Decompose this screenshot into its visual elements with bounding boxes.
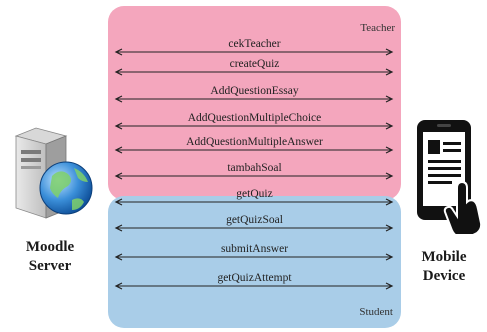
left-arrowhead-icon: [114, 146, 123, 154]
right-arrowhead-icon: [385, 253, 394, 261]
student-message-label-0: getQuiz: [236, 188, 273, 200]
left-arrowhead-icon: [114, 224, 123, 232]
teacher-panel-label: Teacher: [360, 22, 395, 34]
server-globe-icon: [14, 127, 93, 219]
mobile-device-label-line2: Device: [422, 268, 466, 284]
left-arrowhead-icon: [114, 95, 123, 103]
left-arrowhead-icon: [114, 282, 123, 290]
right-arrowhead-icon: [385, 68, 394, 76]
right-arrowhead-icon: [385, 122, 394, 130]
right-arrowhead-icon: [385, 282, 394, 290]
moodle-server-label-line2: Server: [28, 258, 72, 274]
student-panel: Student: [108, 196, 401, 328]
student-message-label-2: submitAnswer: [220, 243, 289, 255]
mobile-device-label: Mobile Device: [405, 248, 483, 286]
left-arrowhead-icon: [114, 48, 123, 56]
mobile-touch-icon: [417, 120, 483, 234]
left-arrowhead-icon: [114, 253, 123, 261]
teacher-message-label-0: cekTeacher: [228, 38, 281, 50]
teacher-message-label-1: createQuiz: [229, 58, 280, 70]
right-arrowhead-icon: [385, 172, 394, 180]
teacher-message-label-4: AddQuestionMultipleAnswer: [186, 136, 323, 148]
student-message-label-3: getQuizAttempt: [217, 272, 292, 284]
right-arrowhead-icon: [385, 146, 394, 154]
right-arrowhead-icon: [385, 198, 394, 206]
student-message-label-1: getQuizSoal: [226, 214, 283, 226]
right-arrowhead-icon: [385, 95, 394, 103]
left-arrowhead-icon: [114, 122, 123, 130]
teacher-message-label-3: AddQuestionMultipleChoice: [187, 112, 322, 124]
left-arrowhead-icon: [114, 68, 123, 76]
right-arrowhead-icon: [385, 224, 394, 232]
moodle-server-label-line1: Moodle: [25, 239, 75, 255]
mobile-device-label-line1: Mobile: [421, 249, 467, 265]
student-panel-label: Student: [359, 306, 393, 318]
teacher-panel: Teacher: [108, 6, 401, 200]
moodle-server-label: Moodle Server: [8, 238, 92, 276]
left-arrowhead-icon: [114, 172, 123, 180]
right-arrowhead-icon: [385, 48, 394, 56]
left-arrowhead-icon: [114, 198, 123, 206]
teacher-message-label-2: AddQuestionEssay: [210, 85, 299, 97]
teacher-message-label-5: tambahSoal: [227, 162, 282, 174]
